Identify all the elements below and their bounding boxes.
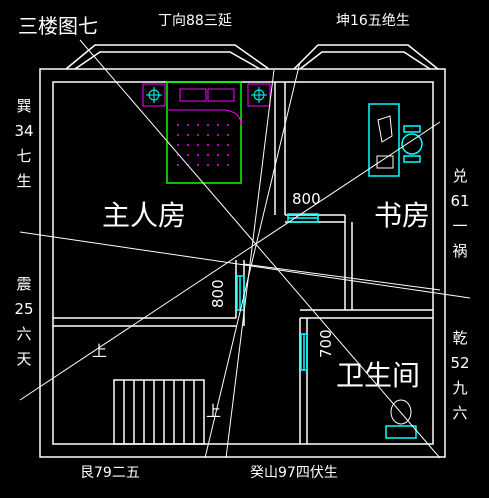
plan-title: 三楼图七 bbox=[18, 14, 98, 38]
label-char: 天 bbox=[16, 350, 32, 368]
direction-label-right-lower: 乾 52 九 六 bbox=[450, 326, 470, 426]
label-char: 六 bbox=[16, 325, 32, 343]
label-char: 34 bbox=[14, 122, 34, 140]
bed-pattern bbox=[177, 124, 229, 166]
nightstand-left bbox=[142, 83, 166, 107]
dimension-left-door: 800 bbox=[209, 279, 227, 308]
room-label-master-bedroom: 主人房 bbox=[102, 199, 187, 232]
direction-label-left-upper: 巽 34 七 生 bbox=[14, 94, 34, 194]
label-char: 一 bbox=[452, 217, 468, 235]
room-label-study: 书房 bbox=[374, 199, 431, 232]
label-char: 震 bbox=[16, 275, 32, 293]
label-char: 巽 bbox=[16, 97, 32, 115]
label-char: 七 bbox=[16, 147, 32, 165]
label-char: 六 bbox=[452, 404, 468, 422]
nightstand-right bbox=[247, 83, 271, 107]
dimension-right-door: 700 bbox=[317, 329, 335, 358]
label-char: 祸 bbox=[452, 242, 468, 260]
label-char: 乾 bbox=[452, 329, 468, 347]
label-char: 兑 bbox=[452, 167, 468, 185]
direction-label-bottom: 癸山97四伏生 bbox=[250, 465, 338, 481]
desk bbox=[368, 103, 423, 177]
direction-label-bottom-left: 艮79二五 bbox=[80, 465, 140, 481]
label-char: 52 bbox=[450, 354, 470, 372]
doors bbox=[236, 213, 319, 371]
label-char: 生 bbox=[16, 172, 32, 190]
direction-label-left-lower: 震 25 六 天 bbox=[14, 272, 34, 372]
label-char: 61 bbox=[450, 192, 470, 210]
toilet bbox=[385, 399, 417, 439]
stair-up-label: 上 bbox=[206, 402, 222, 420]
label-char: 25 bbox=[14, 300, 34, 318]
stair-up-label: 上 bbox=[92, 342, 108, 360]
label-char: 九 bbox=[452, 379, 468, 397]
direction-label-top-right: 坤16五绝生 bbox=[336, 13, 410, 29]
bed bbox=[166, 81, 242, 184]
direction-label-right-upper: 兑 61 一 祸 bbox=[450, 164, 470, 264]
dimension-top-door: 800 bbox=[292, 190, 321, 208]
room-label-bathroom: 卫生间 bbox=[336, 359, 421, 392]
direction-lines bbox=[19, 39, 471, 459]
direction-label-top: 丁向88三延 bbox=[158, 13, 232, 29]
walls bbox=[39, 44, 446, 458]
